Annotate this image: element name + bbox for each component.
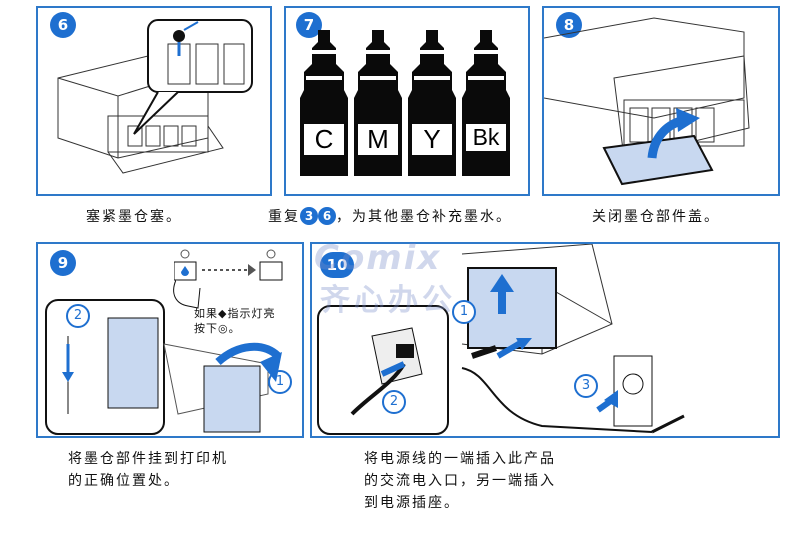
marker-label: 2 <box>73 308 83 323</box>
status-indicator-icon <box>174 249 283 281</box>
step-9-caption: 将墨仓部件挂到打印机 的正确位置处。 <box>68 448 228 492</box>
step-9-badge: 9 <box>50 250 76 276</box>
step-8-illustration <box>544 17 750 186</box>
step-6-panel: 6 <box>36 6 272 196</box>
caption-line: 的交流电入口，另一端插入 <box>364 473 556 489</box>
marker-label: 1 <box>459 304 469 319</box>
watermark-logo: Comix <box>314 238 442 278</box>
step-10-illustration <box>317 244 685 435</box>
step-6-illustration <box>57 19 253 174</box>
ink-bottle-c: C <box>298 28 350 178</box>
step-8-caption: 关闭墨仓部件盖。 <box>592 209 720 225</box>
step-6-badge: 6 <box>50 12 76 38</box>
step-10-caption: 将电源线的一端插入此产品 的交流电入口，另一端插入 到电源插座。 <box>364 448 556 514</box>
step-10-badge: 10 <box>320 252 354 278</box>
marker-label: 1 <box>275 374 285 389</box>
step-10-panel: 10 1 2 3 <box>310 242 780 438</box>
marker-1-circle: 1 <box>452 300 476 324</box>
marker-1-circle: 1 <box>268 370 292 394</box>
caption-text: 重复 <box>268 209 300 225</box>
marker-2-circle: 2 <box>66 304 90 328</box>
step-9-note: 如果◆指示灯亮 按下◎。 <box>194 306 275 336</box>
ink-bottle-y: Y <box>406 28 458 178</box>
ink-bottle-label: Bk <box>466 124 506 151</box>
step-7-panel: 7 C M Y Bk <box>284 6 530 196</box>
marker-label: 3 <box>581 378 591 393</box>
caption-line: 将墨仓部件挂到打印机 <box>68 451 228 467</box>
marker-2-circle: 2 <box>382 390 406 414</box>
caption-line: 将电源线的一端插入此产品 <box>364 451 556 467</box>
watermark-text: 齐心办公 <box>320 283 456 318</box>
note-line: 按下◎。 <box>194 322 241 335</box>
marker-3-circle: 3 <box>574 374 598 398</box>
step-8-panel: 8 <box>542 6 780 196</box>
ink-bottle-bk: Bk <box>460 28 512 178</box>
caption-line: 到电源插座。 <box>364 495 460 511</box>
marker-label: 2 <box>389 394 399 409</box>
ink-bottle-m: M <box>352 28 404 178</box>
note-line: 如果◆指示灯亮 <box>194 307 276 320</box>
step-7-badge: 7 <box>296 12 322 38</box>
ink-bottle-label: M <box>358 124 398 155</box>
step-6-caption: 塞紧墨仓塞。 <box>86 209 182 225</box>
step-9-panel: 9 如果◆指示灯亮 按下◎。 2 1 <box>36 242 304 438</box>
ink-bottle-label: Y <box>412 124 452 155</box>
step-ref-badge: 6 <box>318 207 336 225</box>
ink-bottle-label: C <box>304 124 344 155</box>
step-9-illustration <box>45 279 282 435</box>
caption-text: ，为其他墨仓补充墨水。 <box>336 209 512 225</box>
caption-line: 的正确位置处。 <box>68 473 180 489</box>
step-ref-badge: 3 <box>300 207 318 225</box>
